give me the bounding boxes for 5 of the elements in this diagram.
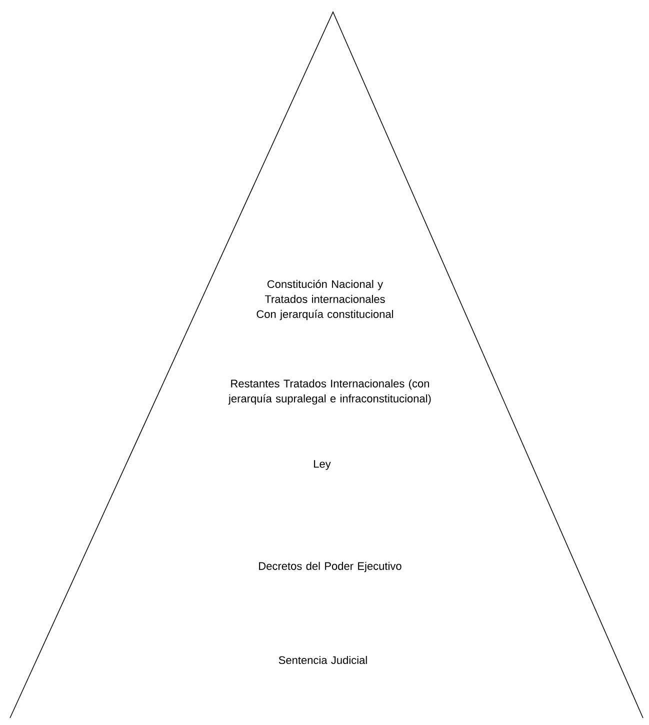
pyramid-label: Restantes Tratados Internacionales (con jerarquía supralegal e infraconstitucional) — [228, 379, 431, 405]
pyramid-label: Constitución Nacional y Tratados internacionales Con jerarquía constitucional — [256, 280, 394, 320]
pyramid-label: Decretos del Poder Ejecutivo — [259, 562, 402, 572]
pyramid-label: Ley — [314, 460, 331, 470]
pyramid-label: Sentencia Judicial — [278, 656, 367, 664]
